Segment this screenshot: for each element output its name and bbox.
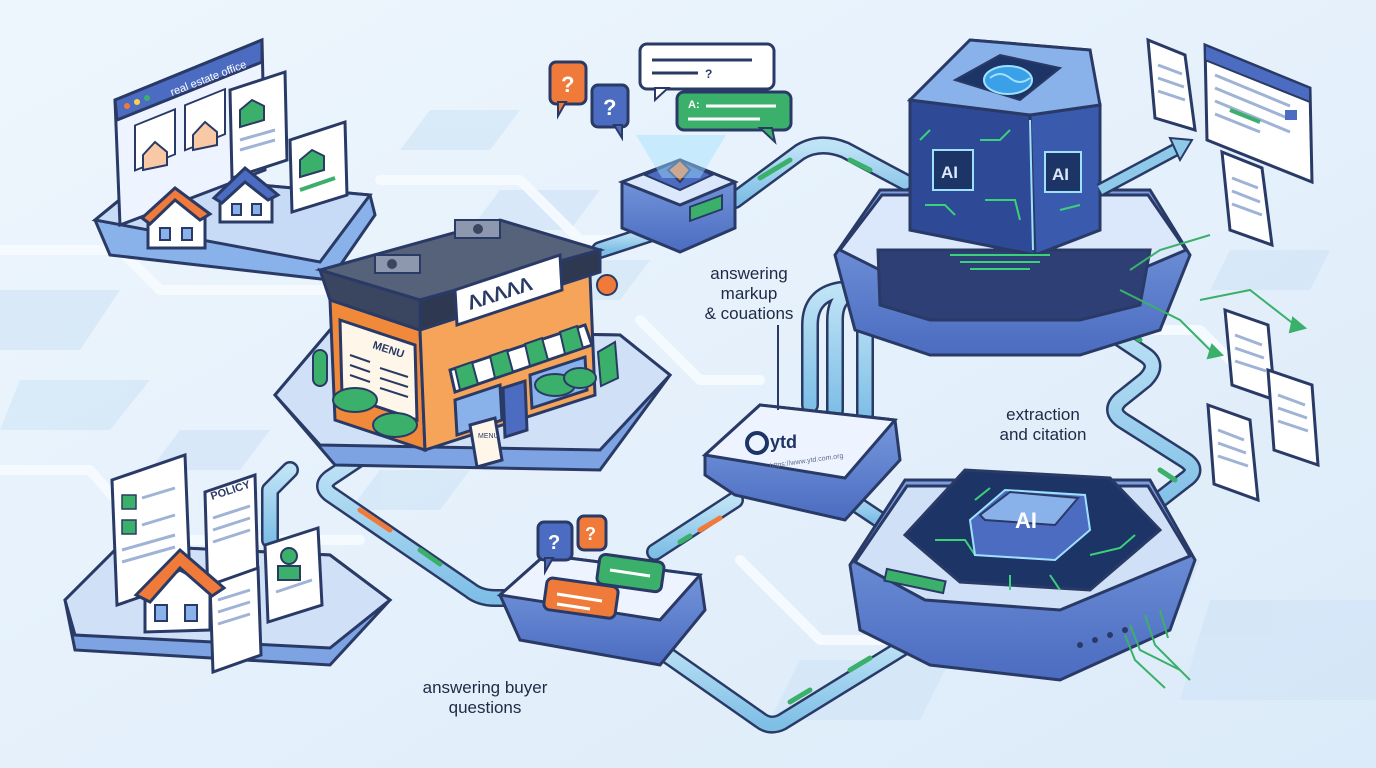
- listing-card-2: [288, 119, 349, 215]
- house-orange: [139, 186, 213, 250]
- policy-documents: POLICY: [63, 452, 393, 675]
- question-bubble-blue-2: ?: [536, 520, 574, 576]
- label-answering-buyer: answering buyer questions: [410, 678, 560, 718]
- ai-cube-server: AI AI: [833, 38, 1192, 357]
- top-hub: [617, 135, 739, 254]
- router-ytd: ytd https://www.ytd.com.org: [701, 403, 902, 522]
- doc-output-3: [1223, 307, 1277, 403]
- ai-chip-server: AI: [848, 468, 1197, 689]
- doc-output-5: [1206, 402, 1260, 503]
- doc-page-policy: POLICY: [203, 472, 260, 601]
- label-answering-markup-line3: & couations: [704, 304, 794, 323]
- router-logo: ytd: [770, 432, 797, 452]
- house-policy: [133, 547, 227, 634]
- question-bubble-white: ?: [638, 42, 776, 103]
- question-bubble-orange: ?: [548, 60, 588, 120]
- answer-bubble-green-2: [595, 552, 666, 594]
- question-mark-1: ?: [561, 72, 574, 97]
- question-bubble-orange-2: ?: [576, 514, 608, 552]
- label-answering-markup-line1: answering: [710, 264, 788, 283]
- doc-page-profile: [263, 525, 324, 625]
- label-extraction-line2: and citation: [999, 425, 1087, 444]
- citation-lines: [1119, 234, 1308, 360]
- arrow-to-docs: [1096, 136, 1194, 197]
- listing-card: [228, 69, 289, 181]
- answer-label: A:: [688, 99, 700, 111]
- chat-hub: ? ?: [496, 514, 707, 667]
- doc-output-2: [1220, 149, 1274, 248]
- doc-output-1: [1146, 37, 1197, 133]
- output-documents: [1096, 37, 1320, 503]
- browser-window: real estate office: [113, 37, 267, 228]
- label-answering-markup-line2: markup: [720, 284, 778, 303]
- label-answering-markup: answering markup & couations: [694, 264, 804, 324]
- question-mark-5: ?: [585, 524, 596, 544]
- answer-bubble-orange: [542, 576, 620, 620]
- ai-chip-label: AI: [1015, 508, 1037, 533]
- label-extraction-citation: extraction and citation: [978, 405, 1108, 445]
- label-extraction-line1: extraction: [1006, 405, 1080, 424]
- ai-cube-right-label: AI: [1052, 165, 1069, 184]
- a-frame-board: MENU: [478, 433, 499, 440]
- real-estate-office: real estate office: [91, 37, 377, 282]
- doc-page-front: [208, 565, 263, 675]
- label-answering-buyer-line2: questions: [448, 698, 522, 717]
- house-blue: [211, 165, 281, 224]
- answer-bubble-green: A:: [675, 90, 793, 145]
- label-answering-buyer-line1: answering buyer: [422, 678, 548, 697]
- question-bubble-blue: ?: [590, 83, 630, 142]
- question-mark-3: ?: [705, 67, 712, 81]
- restaurant: ΛΛΛΛΛ MENU: [273, 218, 673, 472]
- question-mark-2: ?: [603, 95, 616, 120]
- chat-bubbles-top: ? ? ? A:: [548, 42, 793, 145]
- ai-cube-left-label: AI: [941, 163, 958, 182]
- doc-output-4: [1266, 367, 1320, 468]
- question-mark-4: ?: [548, 532, 560, 554]
- browser-output: [1203, 42, 1314, 185]
